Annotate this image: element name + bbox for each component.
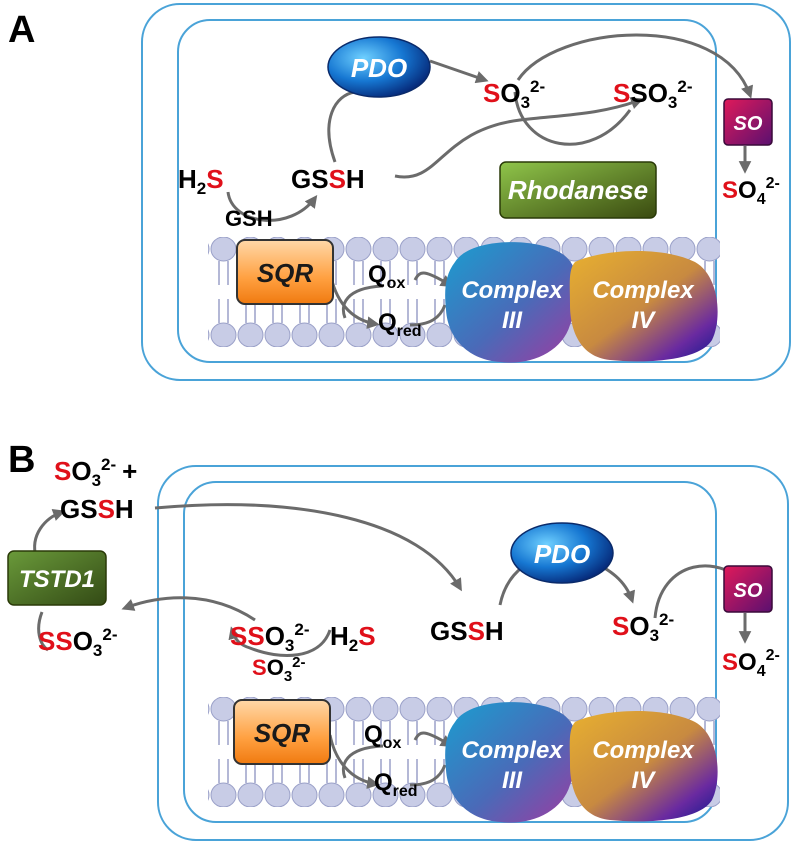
so-enzyme-b: [723, 565, 773, 613]
mitochondrion-inner-b: [183, 481, 717, 823]
thiosulfate-label-left-b: SSO32-: [38, 625, 118, 660]
pdo-label-b: PDO: [534, 539, 590, 569]
sulfite-label-right-b: SO32-: [612, 610, 674, 645]
pdo-enzyme-a: [327, 36, 431, 98]
gsh-label-a: GSH: [225, 206, 273, 231]
complex-iii-a: [445, 242, 578, 363]
q-red-label-b: Qred: [374, 769, 418, 800]
sulfite-label-sqr-b: SO32-: [252, 654, 306, 685]
complex-iii-b: [445, 702, 578, 823]
tstd1-enzyme: [7, 550, 107, 606]
gssh-label-center-b: GSSH: [430, 616, 504, 646]
h2s-label-b: H2S: [330, 621, 376, 655]
complex-iv-label-line1-a: Complex: [592, 277, 695, 304]
sqr-label-b: SQR: [254, 718, 311, 748]
sulfite-label-a: SO32-: [483, 77, 545, 112]
gssh-label-a: GSSH: [291, 164, 365, 194]
cell-outer-membrane-a: [141, 3, 791, 381]
complex-iv-b: [569, 711, 718, 822]
panel-b: B TSTD1 PDO SO SQR: [7, 439, 789, 841]
pdo-enzyme-b: [510, 522, 614, 584]
tstd1-label: TSTD1: [19, 566, 95, 593]
pdo-label-a: PDO: [351, 53, 407, 83]
complex-iv-label-line1-b: Complex: [592, 737, 695, 764]
so-label-b: SO: [734, 580, 763, 602]
sulfate-label-b: SO42-: [722, 647, 780, 680]
sqr-enzyme-b: [233, 699, 331, 765]
complex-iii-label-line2-b: III: [502, 767, 523, 794]
q-ox-label-a: Qox: [368, 261, 405, 292]
gssh-label-left-b: GSSH: [60, 494, 134, 524]
sqr-enzyme-a: [236, 239, 334, 305]
q-red-label-a: Qred: [378, 309, 422, 340]
mitochondrion-inner-a: [177, 19, 717, 363]
h2s-label-a: H2S: [178, 164, 224, 198]
rhodanese-enzyme: [499, 161, 657, 219]
rhodanese-label: Rhodanese: [508, 175, 648, 205]
complex-iii-label-line1-a: Complex: [461, 277, 564, 304]
sqr-label-a: SQR: [257, 258, 314, 288]
sulfite-plus-label-b: SO32-+: [54, 455, 137, 490]
q-ox-label-b: Qox: [364, 721, 401, 752]
thiosulfate-label-a: SSO32-: [613, 77, 693, 112]
panel-a: A PDO Rhodanese SO SQR: [8, 3, 791, 381]
cell-outer-membrane-b: [157, 465, 789, 841]
complex-iii-label-line1-b: Complex: [461, 737, 564, 764]
complex-iv-label-line2-b: IV: [632, 767, 657, 794]
panel-b-letter: B: [8, 439, 35, 481]
so-label-a: SO: [734, 113, 763, 135]
panel-a-letter: A: [8, 9, 35, 51]
thiosulfate-label-sqr-b: SSO32-: [230, 620, 310, 655]
complex-iii-label-line2-a: III: [502, 307, 523, 334]
complex-iv-label-line2-a: IV: [632, 307, 657, 334]
so-enzyme-a: [723, 98, 773, 146]
sulfate-label-a: SO42-: [722, 175, 780, 208]
complex-iv-a: [569, 251, 718, 362]
